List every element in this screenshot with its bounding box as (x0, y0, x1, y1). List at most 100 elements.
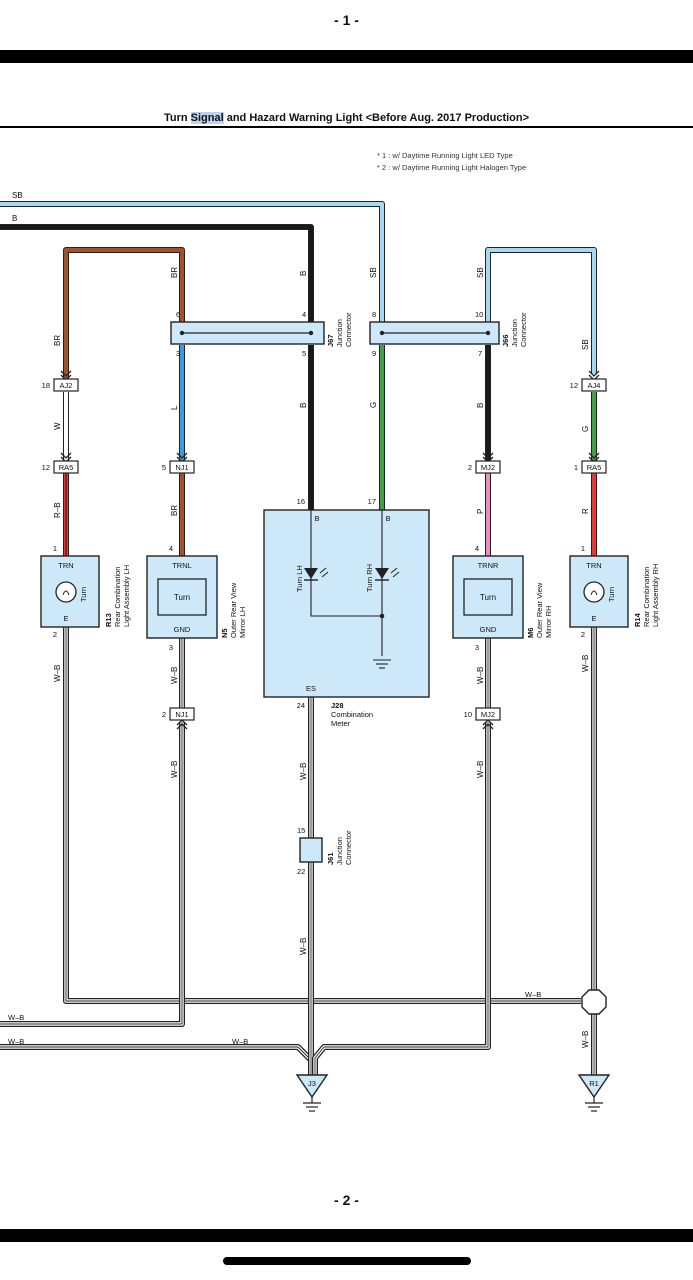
component-r13-label-bot: E (63, 614, 68, 623)
component-m6-name-line0: Outer Rear View (535, 582, 544, 638)
wire-sb-top-outline (0, 201, 385, 322)
connector-mj2-top-box (475, 460, 501, 474)
wire-l-nj1-label: L (170, 405, 179, 410)
component-j28-led-icon-0 (304, 568, 318, 579)
home-indicator[interactable] (223, 1257, 471, 1265)
connector-ra5-left-pin: 12 (42, 463, 50, 472)
wire-wb-n5-low-core (0, 722, 183, 1025)
wire-wb-r14-label: W–B (581, 655, 590, 672)
wire-br-left-label: BR (53, 335, 62, 346)
component-n5-label-bot: GND (174, 625, 191, 634)
title-end: and Hazard Warning Light <Before Aug. 20… (223, 112, 530, 124)
page-number-bottom: - 2 - (334, 1192, 359, 1208)
component-m6-inner-label: Turn (480, 593, 496, 602)
wire-wb-far-left (0, 1045, 313, 1075)
wire-p-mj2-label: P (476, 509, 485, 514)
title-start: Turn (163, 112, 191, 124)
component-j28-internal-a (310, 510, 382, 617)
component-r14-name-line1: Light Assembly RH (651, 564, 660, 627)
component-n5-name-line1: Mirror LH (238, 607, 247, 638)
wire-wb-far-left-outline (0, 1044, 314, 1075)
chevron-nj1-bot-a (176, 723, 188, 730)
chevron-nj1-bot-b (176, 719, 188, 726)
component-r13-filament-icon (62, 590, 70, 596)
connector-nj1-top-label: NJ1 (175, 463, 188, 472)
component-j28-box (263, 509, 430, 698)
connector-ra5-left-label: RA5 (59, 463, 74, 472)
component-n5-id: N5 (220, 628, 229, 638)
connector-nj1-top-pin: 5 (162, 463, 166, 472)
connector-aj4-label: AJ4 (588, 381, 601, 390)
component-r13-name-line0: Rear Combination (113, 567, 122, 627)
wire-rb-r13-label: R–B (53, 502, 62, 518)
component-j28-led-ray-b-0 (321, 571, 329, 578)
note-1: * 1 : w/ Daytime Running Light LED Type (377, 151, 513, 160)
junction-j61-name-line1: Connector (344, 830, 353, 865)
connector-mj2-top-label: MJ2 (481, 463, 495, 472)
wire-sb-right-loop (486, 248, 596, 374)
chevron-mj2-bot-a (482, 723, 494, 730)
junction-j67-pin-b: 4 (302, 310, 306, 319)
junction-j67-pin-c: 3 (176, 349, 180, 358)
splice-point (581, 989, 607, 1015)
connector-nj1-top-box (169, 460, 195, 474)
wire-b-j67-label: B (299, 403, 308, 408)
wire-wb-r13-label: W–B (53, 665, 62, 682)
chevron-nj1-top-a (176, 452, 188, 459)
junction-j61-box (299, 837, 323, 863)
junction-j66-pin-b: 10 (475, 310, 483, 319)
component-j28-led-ray-a-1 (390, 567, 398, 574)
junction-j67-name-line0: Junction (335, 319, 344, 347)
ground-r1-label: R1 (589, 1079, 599, 1088)
connector-ra5-left-box (53, 460, 79, 474)
wire-sb-mid-label: SB (369, 267, 378, 278)
wire-wb-far-left-core (0, 1046, 312, 1075)
connector-nj1-bot-pin: 2 (162, 710, 166, 719)
junction-j66-pin-c: 9 (372, 349, 376, 358)
junction-j67-node0 (179, 330, 185, 336)
junction-j66-name-line1: Connector (519, 312, 528, 347)
wire-wb-m6-low-outline (312, 722, 491, 1075)
junction-j66-pin-a: 8 (372, 310, 376, 319)
page-separator-top (0, 50, 693, 63)
wire-w-aj2-label: W (53, 422, 62, 430)
component-j28-pin-l: 16 (297, 497, 305, 506)
junction-j61-pin-a: 15 (297, 826, 305, 835)
junction-j66-id: J66 (501, 334, 510, 347)
component-m6-pin-top: 4 (475, 544, 479, 553)
component-m6-id: M6 (526, 628, 535, 638)
component-m6-label-bot: GND (480, 625, 497, 634)
component-r13-id: R13 (104, 613, 113, 627)
junction-j67-name-line1: Connector (344, 312, 353, 347)
component-j28-id: J28 (331, 701, 344, 710)
component-r14-pin-top: 1 (581, 544, 585, 553)
junction-j67-pin-d: 5 (302, 349, 306, 358)
component-j28-name-line0: Combination (331, 710, 373, 719)
wire-wb-h1-label: W–B (525, 990, 541, 999)
wire-wb-m6-label: W–B (476, 667, 485, 684)
component-r13-name-line1: Light Assembly LH (122, 565, 131, 627)
component-j28-pin-bot: 24 (297, 701, 305, 710)
connector-mj2-bot-pin: 10 (464, 710, 472, 719)
connector-aj2-box (53, 378, 79, 392)
wire-sb-top (0, 202, 384, 322)
wire-wb-m6-low-label: W–B (476, 761, 485, 778)
component-j28-label-bot: ES (306, 684, 316, 693)
ground-j3-triangle (295, 1074, 329, 1099)
wire-wb-r14-low-label: W–B (581, 1031, 590, 1048)
wire-wb-h2-label: W–B (8, 1013, 24, 1022)
component-n5-pin-top: 4 (169, 544, 173, 553)
component-r13-pin-bot: 2 (53, 630, 57, 639)
component-n5-name-line0: Outer Rear View (229, 582, 238, 638)
title-rule (0, 126, 693, 128)
wire-br-mid-label: BR (170, 267, 179, 278)
connector-aj2-label: AJ2 (60, 381, 73, 390)
wire-wb-j61-label: W–B (299, 938, 308, 955)
wire-wb-n5-low (0, 722, 184, 1026)
note-2: * 2 : w/ Daytime Running Light Halogen T… (377, 163, 526, 172)
title-highlight[interactable]: Signal (190, 112, 224, 124)
component-j28-led-r-label: Turn RH (365, 564, 374, 592)
wire-wb-n5-label: W–B (170, 667, 179, 684)
wire-br-loop (64, 248, 184, 385)
chevron-mj2-bot-b (482, 719, 494, 726)
